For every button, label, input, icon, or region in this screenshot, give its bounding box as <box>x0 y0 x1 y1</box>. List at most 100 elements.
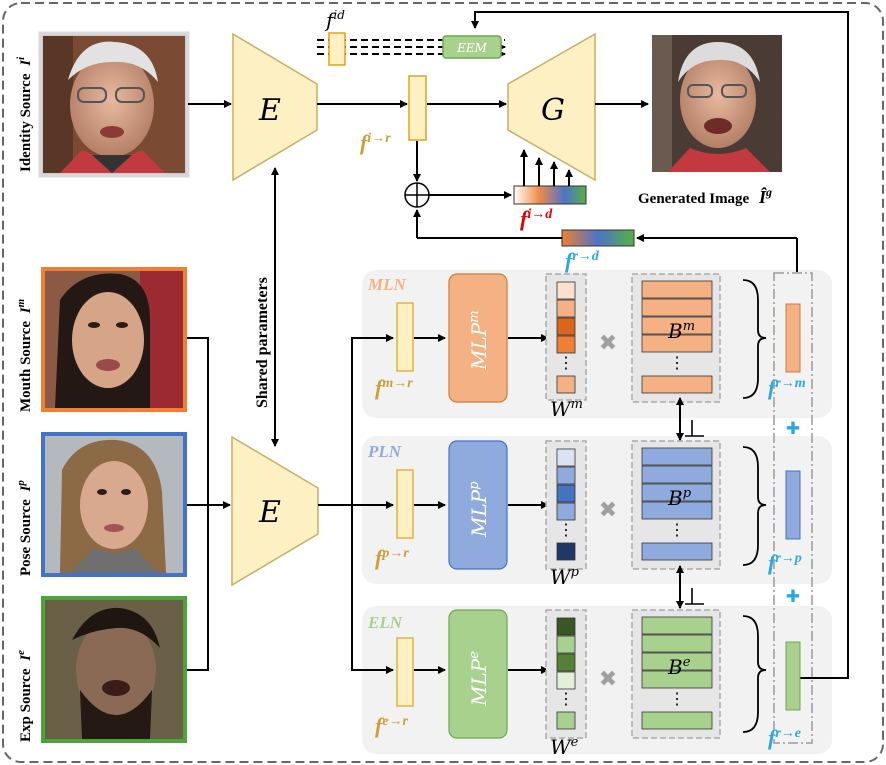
mlp-p-sup: p <box>467 481 482 490</box>
encoder-bottom <box>231 435 319 587</box>
w-m-sup: m <box>571 397 583 412</box>
brace-p <box>742 446 767 566</box>
f-m-r-sup: m→r <box>382 376 413 391</box>
arrow-encoder-to-mln <box>351 334 394 505</box>
sum-column <box>773 272 813 744</box>
b-e-label: B <box>667 655 683 679</box>
svg-text:fi→d: fi→d <box>520 206 553 231</box>
w-p-sup: p <box>571 565 580 580</box>
mlp-m-box <box>448 273 508 403</box>
exp-source-label: Exp Source <box>18 668 34 742</box>
mouth-source-sup: m <box>15 298 27 307</box>
b-p-sup: p <box>683 486 692 501</box>
multiply-p-icon: ✖ <box>599 498 617 523</box>
f-id-box <box>328 32 346 66</box>
f-e-r-base: f <box>375 713 385 738</box>
b-p-label: B <box>667 486 683 510</box>
pln-title: PLN <box>367 442 402 461</box>
pose-source-sup: p <box>15 480 27 487</box>
f-e-r-box <box>396 637 414 707</box>
identity-source-sup: i <box>15 56 27 60</box>
eem-label: EEM <box>456 41 488 55</box>
svg-text:Bp: Bp <box>667 486 692 510</box>
mlp-e-sup: e <box>467 651 482 659</box>
identity-source-symbol: I <box>18 59 34 67</box>
generated-image-sup: g <box>765 185 772 199</box>
w-e-sup: e <box>571 735 579 750</box>
f-id-sup: id <box>333 8 345 22</box>
pose-source-symbol: I <box>18 484 34 492</box>
exp-source-symbol: I <box>18 654 34 662</box>
encoder-top <box>232 32 318 182</box>
w-p-label: W <box>550 565 572 589</box>
f-p-r-base: f <box>375 545 385 570</box>
f-i-r-box <box>408 75 427 141</box>
plus-icon-2: ✚ <box>786 587 800 607</box>
shared-parameters-label: Shared parameters <box>254 277 271 408</box>
mouth-source-label: Mouth Source <box>18 321 34 412</box>
generated-image <box>652 35 782 172</box>
f-i-d-base: f <box>520 206 530 231</box>
pose-source-label: Pose Source <box>18 499 34 576</box>
svg-text:MLPp: MLPp <box>467 481 491 538</box>
svg-text:fid: fid <box>324 8 345 32</box>
svg-text:fr→p: fr→p <box>768 550 802 575</box>
svg-text:fm→r: fm→r <box>375 375 413 400</box>
f-r-m-base: f <box>768 375 778 400</box>
f-r-p-sup: r→p <box>775 551 801 566</box>
pose-source-image <box>41 432 187 577</box>
f-e-r-sup: e→r <box>382 714 408 729</box>
mln-title: MLN <box>367 275 407 294</box>
svg-text:MLPm: MLPm <box>467 310 491 371</box>
f-p-r-box <box>396 469 414 539</box>
mln-panel <box>362 270 832 418</box>
f-r-d-base: f <box>565 248 575 273</box>
f-r-m-sup: r→m <box>775 376 805 391</box>
svg-text:fp→r: fp→r <box>375 545 409 570</box>
b-m-label: B <box>667 319 683 343</box>
w-m-label: W <box>550 397 572 421</box>
svg-text:Wp: Wp <box>550 565 580 589</box>
encoder-top-label: E <box>258 93 281 128</box>
brace-e <box>742 615 767 733</box>
f-i-r-base: f <box>360 130 370 155</box>
f-p-r-sup: p→r <box>381 546 409 561</box>
f-r-e-sup: r→e <box>775 726 801 741</box>
mlp-p-label: MLP <box>467 489 491 538</box>
w-m-dots: ⋮ <box>558 353 574 372</box>
encoder-bottom-label: E <box>258 495 281 530</box>
svg-text:fr→e: fr→e <box>768 725 801 750</box>
pln-module: PLN fp→r MLPp ⋮ Wp ✖ Bp ⋮ <box>367 440 802 589</box>
mlp-m-label: MLP <box>467 322 491 371</box>
f-r-d-sup: r→d <box>572 249 599 264</box>
b-m-dots: ⋮ <box>669 353 685 372</box>
svg-text:We: We <box>550 735 579 759</box>
svg-text:Wm: Wm <box>550 397 583 421</box>
svg-text:Be: Be <box>667 655 691 679</box>
f-r-p-bar <box>785 470 801 540</box>
eln-module: ELN fe→r MLPe ⋮ We ✖ Be ⋮ <box>367 609 801 759</box>
svg-text:Generated Image Îg: Generated Image Îg <box>638 185 772 207</box>
svg-text:Identity Source Ii: Identity Source Ii <box>15 56 34 172</box>
mlp-e-label: MLP <box>467 658 491 707</box>
eln-panel <box>362 606 832 754</box>
svg-text:Pose Source Ip: Pose Source Ip <box>15 480 34 576</box>
mlp-p-box <box>448 440 508 570</box>
arrow-encoder-to-eln <box>351 505 394 674</box>
w-p-dots: ⋮ <box>558 520 574 539</box>
identity-source-image <box>38 31 190 178</box>
f-r-e-bar <box>785 641 801 711</box>
svg-text:fe→r: fe→r <box>375 713 409 738</box>
b-p-dots: ⋮ <box>669 520 685 539</box>
f-r-m-bar <box>785 303 801 373</box>
multiply-m-icon: ✖ <box>599 331 617 356</box>
svg-text:Exp Source Ie: Exp Source Ie <box>15 650 34 742</box>
mln-module: MLN fm→r MLPm ⋮ Wm ✖ Bm ⋮ <box>367 273 806 421</box>
b-m-sup: m <box>683 319 695 334</box>
svg-text:fi→r: fi→r <box>360 130 391 155</box>
exp-source-image <box>41 596 187 743</box>
svg-text:Bm: Bm <box>667 319 695 343</box>
